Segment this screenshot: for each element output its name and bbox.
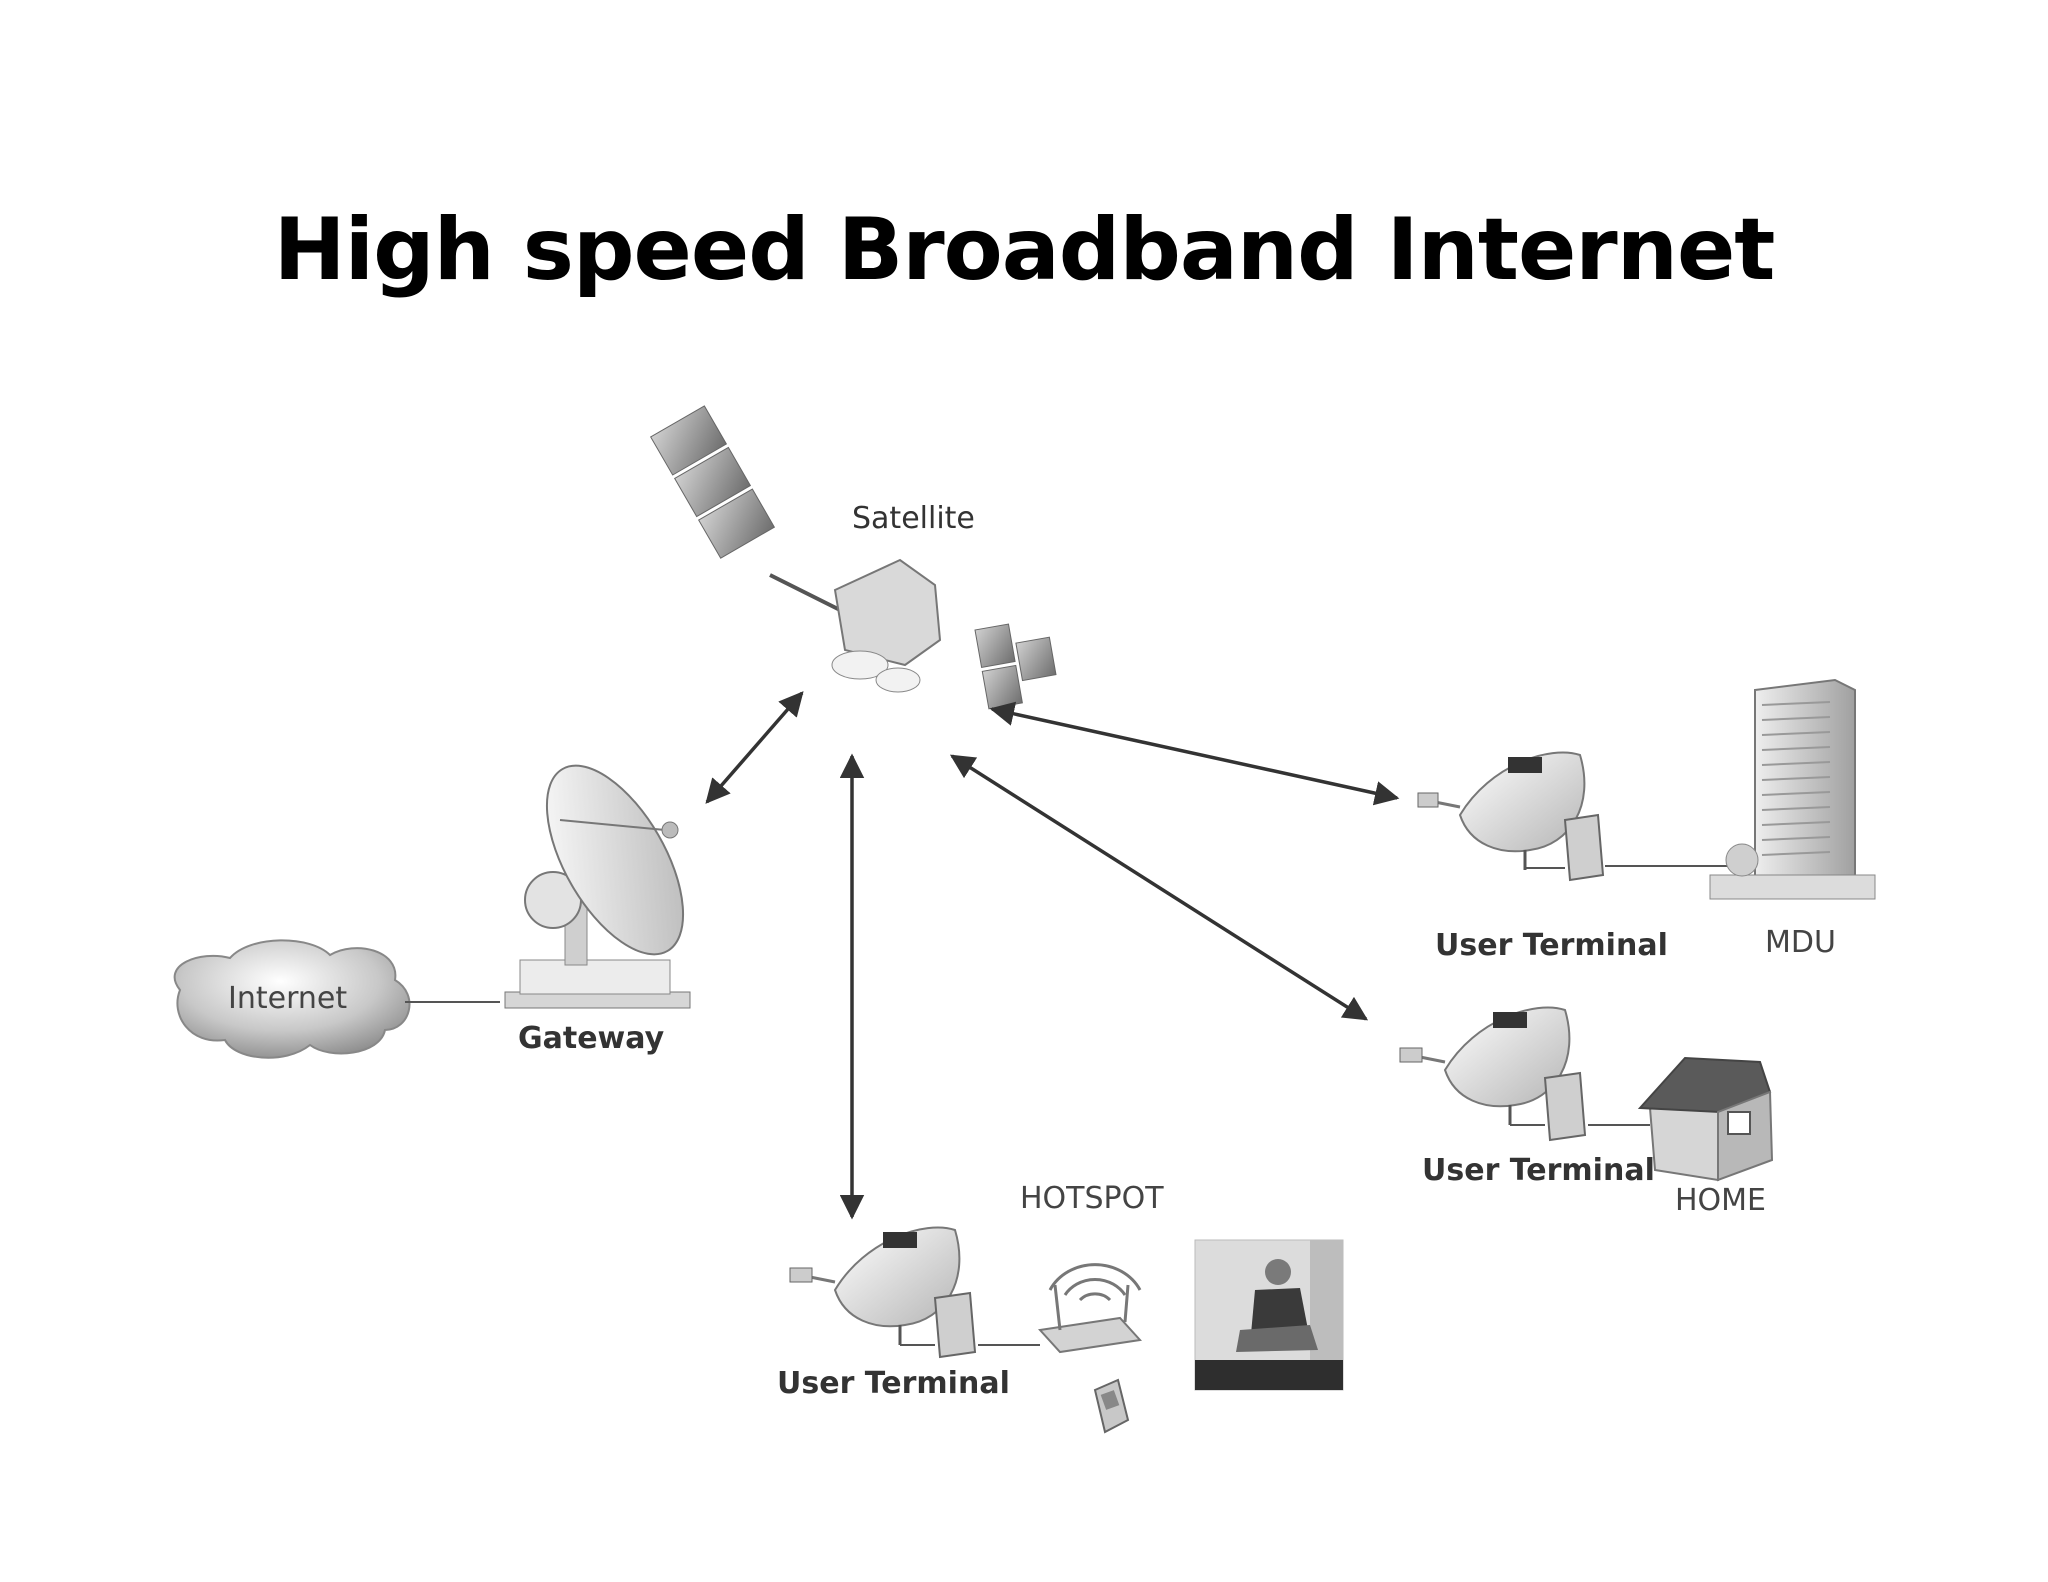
arrow-satellite-home: [949, 754, 1369, 1021]
user-terminal-mdu-label: User Terminal: [1435, 928, 1668, 963]
gateway-label: Gateway: [518, 1021, 665, 1056]
internet-label: Internet: [228, 981, 347, 1016]
modem-icon: [1543, 1071, 1587, 1142]
user-terminal-dish-icon: [789, 1226, 961, 1345]
link-arrows: [705, 691, 1400, 1220]
modem-icon: [1563, 813, 1605, 882]
modem-icon: [933, 1291, 977, 1359]
internet-cloud-icon: [173, 939, 411, 1059]
mdu-label: MDU: [1765, 925, 1836, 960]
home-house-icon: [1637, 1056, 1774, 1182]
wifi-router-icon: [1038, 1263, 1142, 1354]
mobile-phone-icon: [1093, 1378, 1130, 1434]
mdu-building-icon: [1709, 678, 1876, 900]
hotspot-label: HOTSPOT: [1020, 1181, 1164, 1216]
page-title: High speed Broadband Internet: [273, 200, 1776, 300]
arrow-satellite-mdu: [989, 701, 1400, 806]
gateway-dish-icon: [504, 764, 691, 1009]
user-terminal-home-label: User Terminal: [1422, 1153, 1655, 1188]
user-terminal-hotspot-label: User Terminal: [777, 1366, 1010, 1401]
home-label: HOME: [1675, 1183, 1766, 1218]
user-terminal-dish-icon: [1399, 1006, 1571, 1125]
satellite-icon: [649, 405, 1057, 710]
user-terminal-dish-icon: [1417, 751, 1586, 870]
person-with-laptop-photo: [1194, 1239, 1344, 1391]
arrow-satellite-gateway: [705, 691, 804, 804]
satellite-label: Satellite: [852, 501, 975, 536]
